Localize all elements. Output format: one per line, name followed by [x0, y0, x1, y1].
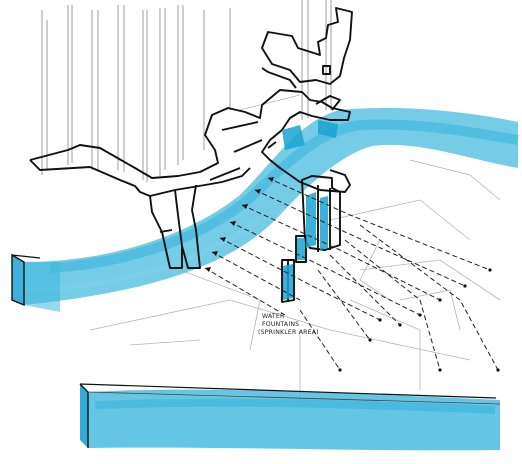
annotation-line-1: WATER	[262, 313, 285, 320]
annotation-line-2: FOUNTAINS	[262, 321, 299, 328]
river-block-left	[12, 255, 60, 312]
annotation-line-3: (SPRINKLER AREA)	[258, 329, 319, 336]
river-lower	[80, 384, 500, 450]
